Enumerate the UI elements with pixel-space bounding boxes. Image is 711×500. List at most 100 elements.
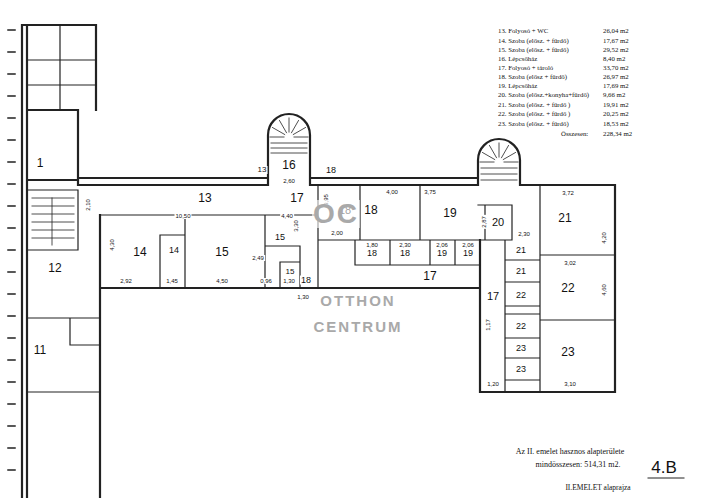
table-cell: 17,67 m2 bbox=[602, 38, 630, 45]
dimension: 2,92 bbox=[119, 278, 133, 284]
room-label: 18 bbox=[363, 204, 378, 216]
table-cell: 19. Lépcsőház bbox=[497, 83, 538, 90]
dimension: 0,96 bbox=[259, 278, 273, 284]
dimension: 4,50 bbox=[215, 278, 229, 284]
room-number: 18 bbox=[399, 249, 411, 258]
dimension: 2,10 bbox=[85, 198, 91, 212]
outer-walls bbox=[22, 25, 615, 497]
room-label: 21 bbox=[515, 246, 527, 255]
room-label: 17 bbox=[486, 291, 500, 302]
room-label: 16 bbox=[281, 159, 296, 171]
dimension: 2,00 bbox=[330, 230, 344, 236]
binding-marks bbox=[8, 30, 15, 470]
table-cell: 228,34 m2 bbox=[602, 131, 633, 138]
room-number: 14 bbox=[132, 246, 147, 258]
room-number: 16 bbox=[281, 159, 296, 171]
room-number: 19 bbox=[462, 249, 474, 258]
room-label: 22 bbox=[515, 322, 527, 331]
table-cell: 26,97 m2 bbox=[602, 74, 630, 81]
room-number: 21 bbox=[515, 267, 527, 276]
underline bbox=[648, 478, 684, 479]
table-cell: 17,69 m2 bbox=[602, 83, 630, 90]
room-number: 20 bbox=[491, 217, 505, 228]
table-cell: 19,91 m2 bbox=[602, 102, 630, 109]
room-label: 18 bbox=[325, 166, 337, 175]
dimension: 2,06 bbox=[461, 242, 475, 248]
room-label: 23 bbox=[515, 365, 527, 374]
room-number: 15 bbox=[214, 246, 229, 258]
room-number: 17 bbox=[422, 270, 437, 282]
room-label: 15 bbox=[214, 246, 229, 258]
table-cell: 29,52 m2 bbox=[602, 47, 630, 54]
dimension: 2,87 bbox=[481, 215, 487, 229]
table-cell: 21. Szoba (elősz. + fürdő ) bbox=[497, 102, 571, 109]
room-number: 11 bbox=[33, 344, 47, 356]
table-cell: 8,40 m2 bbox=[602, 56, 626, 63]
room-number: 1 bbox=[36, 157, 45, 169]
room-number: 22 bbox=[560, 282, 575, 294]
room-label: 14 bbox=[168, 246, 180, 255]
table-cell: 9,66 m2 bbox=[602, 92, 626, 99]
dimension: 4,00 bbox=[385, 189, 399, 195]
inner-walls bbox=[27, 25, 615, 392]
table-cell: 15. Szoba (elősz. + fürdő) bbox=[497, 47, 570, 54]
dimension: 4.B bbox=[650, 459, 678, 476]
room-number: 13 bbox=[257, 166, 268, 174]
table-cell: 16. Lépcsőház bbox=[497, 56, 538, 63]
room-label: 13 bbox=[197, 192, 212, 204]
dimension: 3,02 bbox=[563, 260, 577, 266]
room-label: 22 bbox=[515, 291, 527, 300]
dimension: 3,75 bbox=[423, 189, 437, 195]
dimension: 1,20 bbox=[486, 381, 500, 387]
room-number: 17 bbox=[486, 291, 500, 302]
room-label: 15 bbox=[285, 268, 296, 276]
dimension: 1,17 bbox=[485, 318, 491, 332]
table-cell: 23. Szoba (elősz. + fürdő) bbox=[497, 121, 570, 128]
room-number: 18 bbox=[300, 276, 312, 285]
room-label: 21 bbox=[557, 212, 572, 224]
room-number: 13 bbox=[197, 192, 212, 204]
room-number: 21 bbox=[557, 212, 572, 224]
dimension: 3,30 bbox=[293, 219, 299, 233]
table-cell: Összesen: bbox=[560, 131, 589, 138]
note: mindösszesen: 514,31 m2. bbox=[535, 461, 622, 469]
room-number: 19 bbox=[436, 249, 448, 258]
dimension: 2,60 bbox=[282, 178, 296, 184]
dimension: 4,60 bbox=[601, 283, 607, 297]
room-label: 17 bbox=[289, 192, 304, 204]
watermark: CENTRUM bbox=[313, 319, 404, 334]
room-label: 22 bbox=[560, 282, 575, 294]
room-number: 23 bbox=[560, 346, 575, 358]
room-number: 12 bbox=[47, 262, 62, 274]
room-label: 14 bbox=[132, 246, 147, 258]
dimension: 1,30 bbox=[296, 294, 310, 300]
room-label: 1 bbox=[36, 157, 45, 169]
room-label: 19 bbox=[462, 249, 474, 258]
room-number: 18 bbox=[325, 166, 337, 175]
room-label: 17 bbox=[422, 270, 437, 282]
room-label: 18 bbox=[366, 249, 378, 258]
watermark: OTTHON bbox=[319, 293, 396, 308]
table-cell: 18. Szoba (elősz + fürdő) bbox=[497, 74, 568, 81]
dimension: 4,20 bbox=[601, 231, 607, 245]
table-cell: 13. Folyosó + WC bbox=[497, 28, 549, 35]
room-label: 18 bbox=[300, 276, 312, 285]
dimension: 1,45 bbox=[165, 278, 179, 284]
room-number: 18 bbox=[363, 204, 378, 216]
table-cell: 33,70 m2 bbox=[602, 65, 630, 72]
table-cell: 22. Szoba (elősz. + fürdő ) bbox=[497, 111, 571, 118]
room-label: 19 bbox=[442, 207, 457, 219]
room-label: 15 bbox=[274, 233, 286, 242]
table-cell: 17. Folyosó + tároló bbox=[497, 65, 554, 72]
room-number: 15 bbox=[285, 268, 296, 276]
room-label: 12 bbox=[47, 262, 62, 274]
room-number: 19 bbox=[442, 207, 457, 219]
dimension: 4,30 bbox=[109, 238, 115, 252]
room-number: 23 bbox=[515, 344, 527, 353]
dimension: 3,10 bbox=[563, 381, 577, 387]
table-cell: 20. Szoba (elősz.+konyha+fürdő) bbox=[497, 92, 590, 99]
table-cell: 20,25 m2 bbox=[602, 111, 630, 118]
room-label: 13 bbox=[257, 166, 268, 174]
room-label: 23 bbox=[515, 344, 527, 353]
